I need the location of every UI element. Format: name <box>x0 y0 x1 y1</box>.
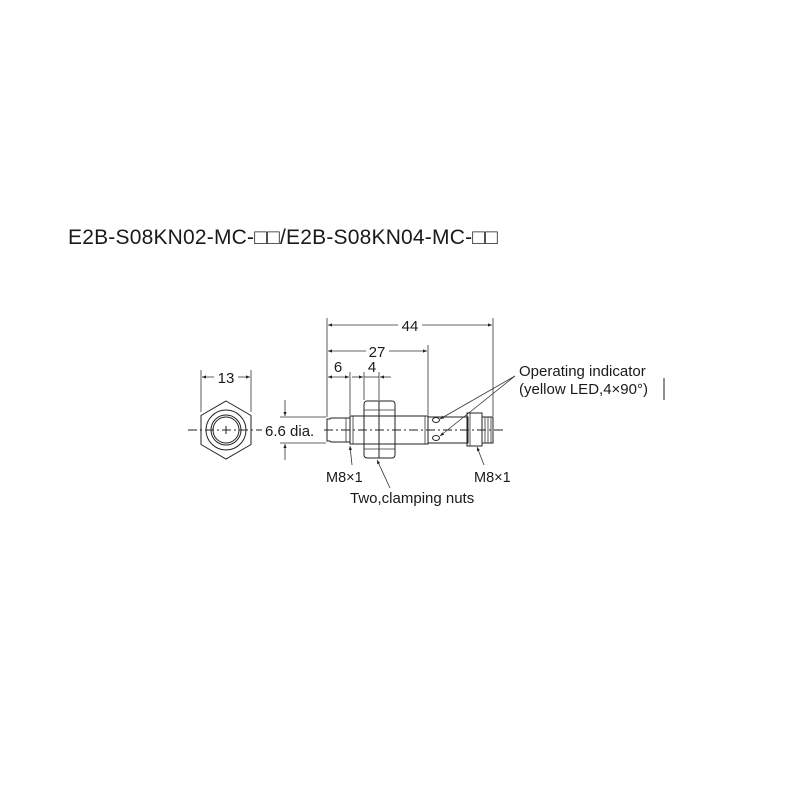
dim-overall-length: 44 <box>328 318 492 335</box>
hex-end-view: 13 <box>200 370 252 460</box>
dim-27-label: 27 <box>369 344 386 361</box>
extension-lines <box>280 318 494 444</box>
dim-4-label: 4 <box>368 359 376 376</box>
dim-44-label: 44 <box>402 318 419 335</box>
dim-diameter-label: 6.6 dia. <box>265 423 314 440</box>
indicator-label-line1: Operating indicator <box>519 363 646 380</box>
indicator-label-line2: (yellow LED,4×90°) <box>519 381 648 398</box>
sensor-side-view <box>326 400 494 459</box>
dim-hex-width: 13 <box>218 370 235 387</box>
thread-right-label: M8×1 <box>474 470 511 486</box>
dim-body-length: 27 <box>328 344 427 361</box>
dim-6-label: 6 <box>334 359 342 376</box>
dim-diameter: 6.6 dia. <box>262 400 322 460</box>
clamping-nuts-label: Two,clamping nuts <box>350 490 474 507</box>
leader-lines <box>348 375 516 489</box>
drawing-title: E2B-S08KN02-MC-□□/E2B-S08KN04-MC-□□ <box>68 226 499 249</box>
dim-front-and-nut: 6 4 <box>328 359 391 379</box>
thread-left-label: M8×1 <box>326 470 363 486</box>
